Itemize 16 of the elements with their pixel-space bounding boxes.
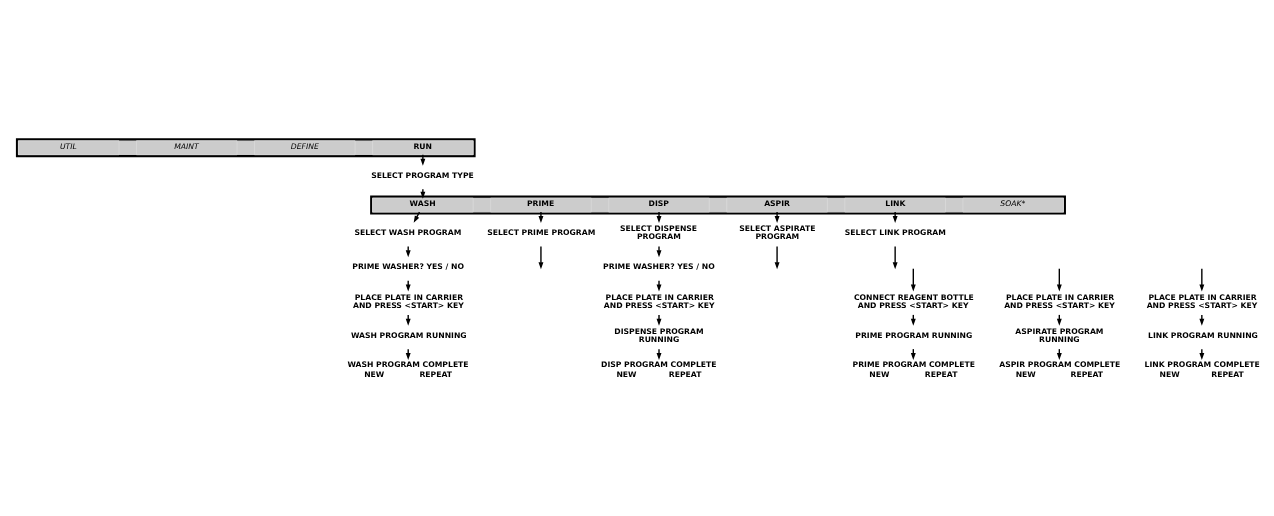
arrow	[892, 245, 898, 269]
arrow	[1199, 267, 1205, 292]
arrow	[656, 210, 662, 223]
arrow	[774, 245, 780, 269]
arrow	[1199, 313, 1205, 326]
arrow	[656, 313, 662, 326]
arrow	[420, 153, 426, 166]
arrow	[420, 187, 426, 199]
arrow	[656, 279, 662, 292]
arrow	[774, 210, 780, 223]
arrow	[656, 347, 662, 360]
arrow	[892, 210, 898, 223]
arrow	[656, 245, 662, 257]
arrow	[538, 245, 544, 269]
arrow	[1199, 347, 1205, 360]
arrow	[538, 210, 544, 223]
